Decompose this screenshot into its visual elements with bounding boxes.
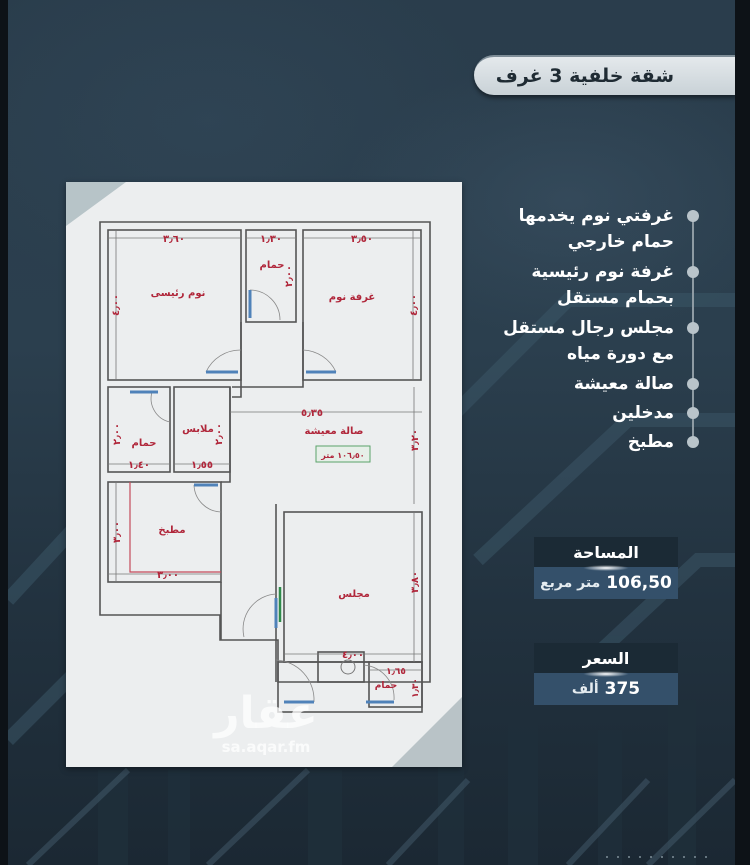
glow-decoration — [583, 671, 629, 677]
dim-master-width: ٣٫٦٠ — [163, 234, 185, 245]
listing-title-pill: شقة خلفية 3 غرف — [474, 55, 735, 95]
floor-plan-sheet: نوم رئيسى غرفة نوم حمام حمام ملابس صالة … — [66, 182, 462, 767]
bullet-dot-icon — [687, 436, 699, 448]
room-label-bath-master: حمام — [132, 438, 157, 449]
floor-plan-drawing: نوم رئيسى غرفة نوم حمام حمام ملابس صالة … — [99, 221, 431, 713]
room-label-bedroom: غرفة نوم — [329, 292, 376, 303]
bullet-dot-icon — [687, 378, 699, 390]
area-value: 106,50 متر مربع — [534, 567, 678, 599]
room-label-master-bedroom: نوم رئيسى — [151, 288, 206, 299]
dim-living-height: ٣٫٢٠ — [410, 429, 421, 451]
dim-bath-master-width: ١٫٤٠ — [128, 460, 150, 471]
feature-item: غرفتي نوم يخدمها حمام خارجي — [474, 203, 704, 255]
flyer-background: شقة خلفية 3 غرف — [8, 0, 735, 865]
dim-bedroom-height: ٤٫٠٠ — [409, 294, 420, 316]
listing-title: شقة خلفية 3 غرف — [495, 65, 674, 87]
dim-closet-height: ٢٫٠٠ — [214, 423, 225, 445]
area-box: المساحة 106,50 متر مربع — [534, 537, 678, 599]
watermark-logo: عقار — [214, 688, 318, 739]
feature-item: مدخلين — [474, 400, 704, 426]
room-label-living: صالة معيشة — [305, 426, 364, 437]
room-label-bath-top: حمام — [260, 260, 285, 271]
building-backdrop — [8, 293, 735, 865]
features-list: غرفتي نوم يخدمها حمام خارجي غرفة نوم رئي… — [474, 203, 704, 455]
dim-bath-top-height: ٢٫٠٠ — [284, 265, 295, 287]
glow-decoration — [583, 565, 629, 571]
area-label: المساحة — [534, 537, 678, 571]
living-area-tag: ١٠٦٫٥٠ متر — [320, 451, 364, 460]
room-label-majlis: مجلس — [338, 589, 370, 600]
dim-closet-width: ١٫٥٥ — [191, 460, 213, 471]
dim-kitchen-width: ٣٫٠٠ — [157, 570, 179, 581]
room-label-closet: ملابس — [182, 424, 214, 435]
bullet-dot-icon — [687, 407, 699, 419]
feature-item: مجلس رجال مستقل مع دورة مياه — [474, 315, 704, 367]
decorative-dots — [606, 856, 707, 858]
corner-fold-decoration — [392, 697, 462, 767]
feature-item: صالة معيشة — [474, 371, 704, 397]
dim-kitchen-height: ٣٫٠٠ — [112, 521, 123, 543]
feature-item: مطبخ — [474, 429, 704, 455]
bullet-dot-icon — [687, 322, 699, 334]
dim-bath-top-width: ١٫٣٠ — [260, 234, 282, 245]
dim-bath-majlis-width: ١٫٦٥ — [386, 667, 406, 677]
dim-bath-majlis-height: ١٫٣٠ — [411, 678, 421, 698]
dim-master-height: ٤٫٠٠ — [111, 294, 122, 316]
room-label-kitchen: مطبخ — [158, 525, 185, 536]
dim-bath-master-height: ٢٫٠٠ — [112, 423, 123, 445]
room-label-bath-majlis: حمام — [375, 681, 398, 691]
price-box: السعر 375 ألف — [534, 643, 678, 705]
watermark-url: sa.aqar.fm — [221, 738, 311, 756]
aqar-watermark: عقار sa.aqar.fm — [196, 688, 336, 757]
dim-bedroom-width: ٣٫٥٠ — [351, 234, 373, 245]
dim-majlis-width: ٤٫٠٠ — [342, 650, 364, 661]
dim-living-width: ٥٫٣٥ — [301, 408, 323, 419]
corner-fold-decoration — [66, 182, 126, 226]
price-label: السعر — [534, 643, 678, 677]
bullet-dot-icon — [687, 210, 699, 222]
feature-item: غرفة نوم رئيسية بحمام مستقل — [474, 259, 704, 311]
bullet-dot-icon — [687, 266, 699, 278]
price-value: 375 ألف — [534, 673, 678, 705]
dim-majlis-height: ٣٫٨٠ — [410, 571, 421, 593]
